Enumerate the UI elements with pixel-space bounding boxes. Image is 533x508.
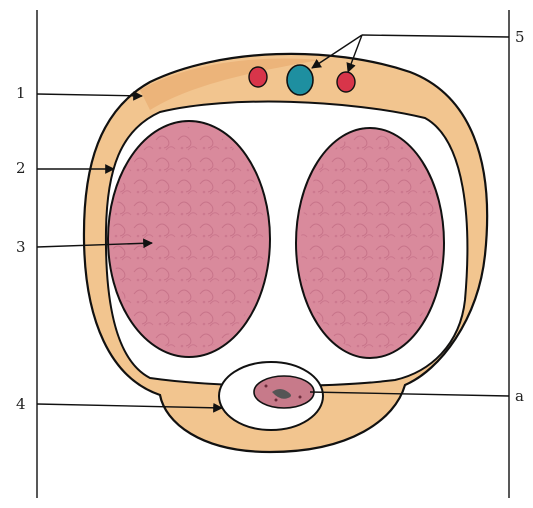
urethra-dot-2 [299,396,302,399]
label-4: 4 [16,397,26,412]
label-2: 2 [16,161,26,176]
dorsal-artery-right [337,72,355,92]
leader-line-5-top [362,35,509,37]
urethra-dot-3 [275,399,278,402]
urethra-dot-1 [265,385,268,388]
label-1: 1 [16,86,26,101]
left-corpus-texture [113,127,265,351]
leader-line-1 [37,94,142,96]
label-5: 5 [515,30,525,45]
dorsal-artery-left [249,67,267,87]
dorsal-vein [287,65,313,95]
label-3: 3 [16,240,26,255]
right-corpus-texture [301,134,439,352]
label-a: a [515,389,524,404]
